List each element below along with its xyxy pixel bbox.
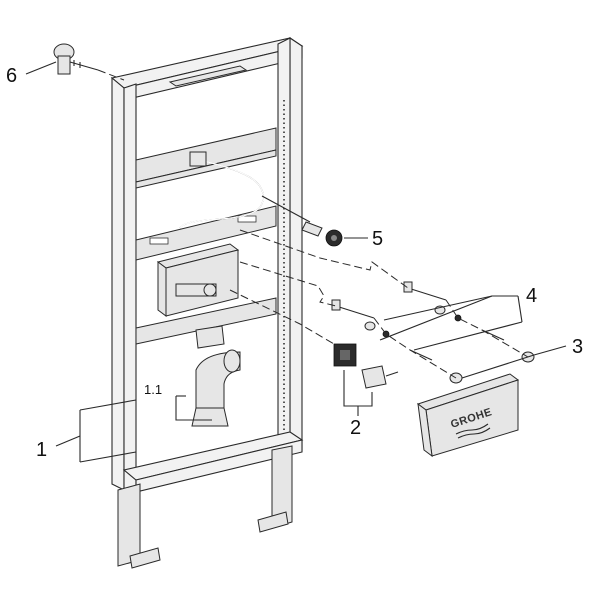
part-3-caps [449, 351, 535, 384]
cross-rail-lower [135, 297, 277, 345]
callout-3: 3 [572, 336, 583, 358]
part-2-sensor [333, 343, 399, 389]
callout-1-1: 1.1 [144, 382, 162, 397]
part-4-bolts [331, 281, 505, 361]
electronics-box [156, 243, 240, 317]
frame-feet [117, 445, 293, 569]
drain-elbow [191, 325, 241, 427]
cross-rail-middle [135, 205, 277, 261]
part-5-valve [301, 221, 343, 247]
callout-5: 5 [372, 228, 383, 250]
leader-lines [25, 61, 567, 463]
callout-2: 2 [350, 417, 361, 439]
cover-plate: GROHE [416, 373, 520, 458]
part-6-wall-fixing [53, 43, 99, 75]
supply-hose [179, 151, 311, 229]
mounting-frame [110, 36, 304, 493]
callout-1: 1 [36, 439, 47, 461]
assembly-guides [97, 69, 529, 379]
callout-6: 6 [6, 65, 17, 87]
callout-4: 4 [526, 285, 537, 307]
